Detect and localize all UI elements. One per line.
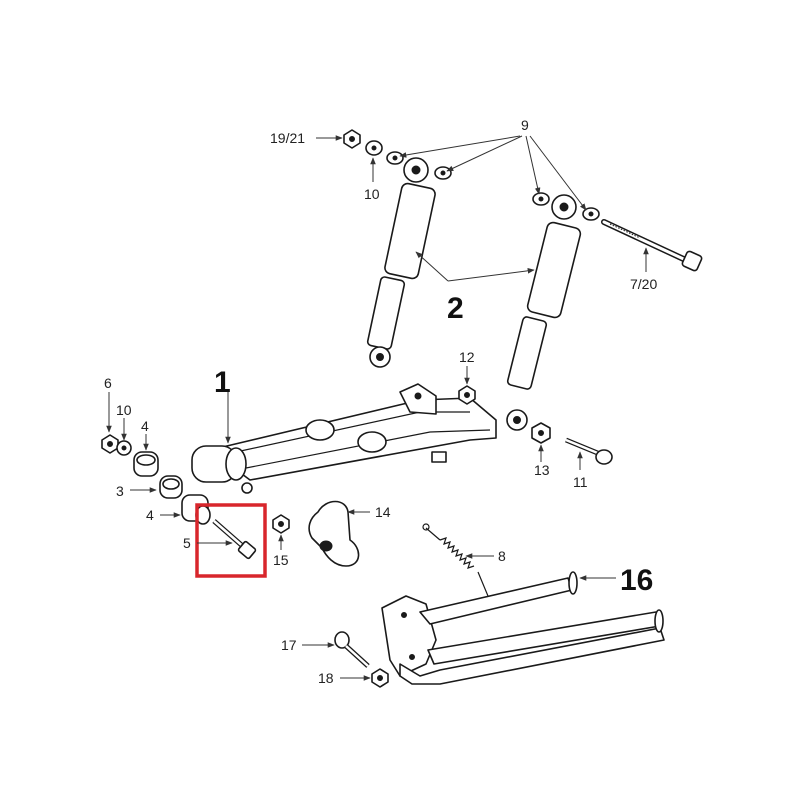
- label-part-6: 6: [104, 375, 112, 391]
- center-stand-part-16: [381, 571, 665, 685]
- nut-part-15: [272, 514, 290, 534]
- bolt-part-17: [334, 631, 370, 668]
- label-part-10-left: 10: [116, 402, 132, 418]
- bushing-part-4-upper: [133, 451, 159, 477]
- label-part-5: 5: [183, 535, 191, 551]
- bolt-part-5: [212, 519, 257, 560]
- label-part-17: 17: [281, 637, 297, 653]
- label-part-13: 13: [534, 462, 550, 478]
- nut-part-6: [101, 434, 119, 454]
- sleeve-part-3: [159, 475, 183, 499]
- label-part-4-upper: 4: [141, 418, 149, 434]
- highlight-box-part-5: [195, 503, 267, 578]
- label-part-7-20: 7/20: [630, 276, 657, 292]
- leader-lines: [106, 135, 649, 681]
- label-part-1: 1: [214, 366, 231, 399]
- label-part-11: 11: [573, 474, 588, 490]
- label-part-16: 16: [620, 564, 653, 597]
- nut-part-19-21: [343, 129, 361, 149]
- nut-part-12: [458, 385, 476, 405]
- label-part-19-21: 19/21: [270, 130, 305, 146]
- part-labels: 1 2 3 4 4 5 6 7/20 8 9 10 10 11 12 13 14…: [104, 117, 657, 686]
- label-part-3: 3: [116, 483, 124, 499]
- bolt-part-7-20: [601, 219, 703, 272]
- label-part-10-top: 10: [364, 186, 380, 202]
- label-part-9: 9: [521, 117, 529, 133]
- washer-part-9-group: [386, 151, 600, 221]
- label-part-15: 15: [273, 552, 289, 568]
- swing-arm: [191, 383, 497, 494]
- washer-part-10-top: [365, 140, 383, 156]
- stop-part-14: [308, 500, 360, 567]
- label-part-4-lower: 4: [146, 507, 154, 523]
- label-part-2: 2: [447, 292, 464, 325]
- label-part-18: 18: [318, 670, 334, 686]
- bushing-part-4-lower: [181, 494, 211, 525]
- label-part-8: 8: [498, 548, 506, 564]
- spring-part-8: [422, 523, 489, 605]
- shock-absorber-left: [366, 157, 436, 368]
- nut-part-13: [531, 422, 551, 444]
- nut-part-18: [371, 668, 389, 688]
- shock-absorber-right: [506, 194, 582, 431]
- label-part-14: 14: [375, 504, 391, 520]
- label-part-12: 12: [459, 349, 475, 365]
- bolt-part-11: [565, 437, 613, 465]
- washer-part-10-left: [116, 440, 132, 456]
